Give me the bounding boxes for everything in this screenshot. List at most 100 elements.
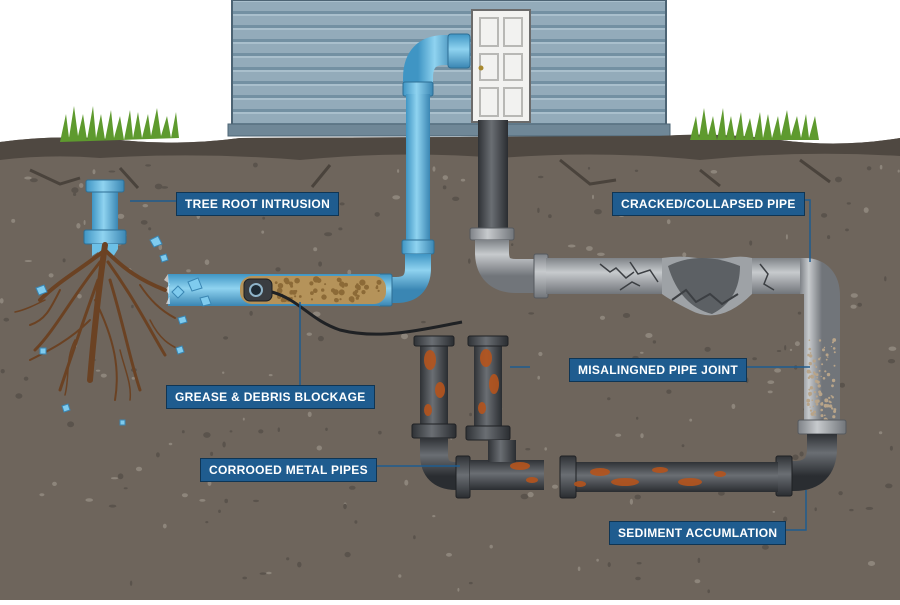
- pebble: [354, 520, 358, 524]
- sediment-particle: [820, 402, 824, 406]
- pebble: [596, 558, 599, 562]
- pebble: [762, 544, 769, 550]
- pebble: [548, 214, 552, 219]
- debris-particle: [310, 298, 314, 301]
- debris-particle: [310, 291, 314, 295]
- label-misaligned-pipe-joint: MISALINGNED PIPE JOINT: [569, 358, 747, 382]
- label-grease-debris-blockage: GREASE & DEBRIS BLOCKAGE: [166, 385, 375, 409]
- pebble: [95, 369, 101, 372]
- pebble: [850, 304, 857, 309]
- pebble: [286, 557, 290, 561]
- pebble: [421, 320, 426, 324]
- debris-particle: [276, 287, 283, 294]
- sediment-particle: [815, 366, 818, 368]
- pebble: [731, 403, 736, 409]
- debris-particle: [298, 295, 302, 298]
- sediment-particle: [833, 364, 836, 367]
- pebble: [349, 485, 356, 490]
- pebble: [879, 164, 883, 170]
- pebble: [108, 170, 116, 173]
- pebble: [594, 209, 602, 215]
- pebble: [634, 169, 639, 172]
- sediment-particle: [824, 370, 827, 373]
- gray-pipe: [469, 120, 847, 435]
- pebble: [863, 207, 869, 213]
- debris-particle: [289, 291, 293, 295]
- pebble: [24, 176, 32, 180]
- pebble: [39, 493, 45, 497]
- sediment-particle: [820, 408, 823, 412]
- pebble: [520, 493, 529, 500]
- sediment-particle: [816, 376, 818, 379]
- pebble: [774, 368, 782, 373]
- pebble: [537, 375, 540, 380]
- sediment-particle: [807, 370, 811, 374]
- pebble: [324, 232, 333, 237]
- pebble: [205, 521, 209, 524]
- pebble: [156, 452, 160, 458]
- debris-particle: [375, 286, 379, 290]
- sediment-particle: [831, 395, 833, 397]
- pebble: [316, 445, 322, 451]
- debris-particle: [354, 289, 359, 294]
- pebble: [888, 346, 897, 351]
- pebble: [0, 298, 4, 304]
- debris-particle: [355, 296, 359, 300]
- pebble: [629, 498, 634, 505]
- label-sediment-accumulation: SEDIMENT ACCUMLATION: [609, 521, 787, 545]
- sediment-particle: [809, 406, 811, 408]
- pebble: [752, 357, 757, 361]
- pebble: [401, 333, 408, 340]
- pebble: [865, 506, 874, 510]
- pebble: [469, 412, 472, 417]
- debris-particle: [377, 289, 380, 292]
- grease-blockage: [240, 276, 463, 336]
- pebble: [71, 187, 79, 194]
- pebble: [538, 351, 543, 357]
- sediment-particle: [832, 338, 837, 342]
- debris-particle: [334, 298, 339, 303]
- pebble: [145, 164, 152, 167]
- pebble: [48, 273, 54, 278]
- pebble: [432, 166, 436, 172]
- pebble: [413, 535, 416, 540]
- pebble: [845, 228, 849, 232]
- pebble: [544, 447, 547, 451]
- pebble: [887, 359, 896, 364]
- pebble: [262, 216, 266, 220]
- sediment-particle: [807, 376, 811, 380]
- pebble: [392, 195, 401, 200]
- pebble: [11, 218, 16, 223]
- pebble: [468, 581, 473, 585]
- sediment-particle: [814, 399, 819, 404]
- pebble: [718, 490, 725, 496]
- pebble: [259, 572, 267, 575]
- pebble: [15, 393, 23, 399]
- sediment-particle: [826, 372, 831, 377]
- pebble: [275, 267, 281, 272]
- pebble: [123, 487, 128, 490]
- pebble: [897, 169, 900, 173]
- pebble: [135, 466, 143, 472]
- sediment-particle: [813, 391, 816, 394]
- debris-particle: [344, 282, 348, 287]
- debris-particle: [354, 284, 360, 289]
- debris-particle: [330, 288, 336, 293]
- debris-particle: [359, 279, 366, 286]
- pebble: [344, 551, 351, 558]
- pebble: [142, 204, 149, 208]
- pebble: [129, 580, 133, 586]
- pebble: [783, 516, 788, 522]
- pebble: [317, 335, 324, 342]
- pebble: [525, 448, 531, 451]
- pebble: [242, 417, 245, 421]
- sediment-particle: [812, 405, 815, 408]
- sediment-particle: [827, 356, 829, 358]
- sediment-particle: [820, 375, 822, 378]
- pebble: [527, 491, 534, 498]
- pebble: [131, 376, 136, 380]
- pebble: [222, 441, 226, 448]
- pebble: [224, 498, 228, 504]
- debris-particle: [321, 288, 325, 292]
- pebble: [552, 484, 558, 489]
